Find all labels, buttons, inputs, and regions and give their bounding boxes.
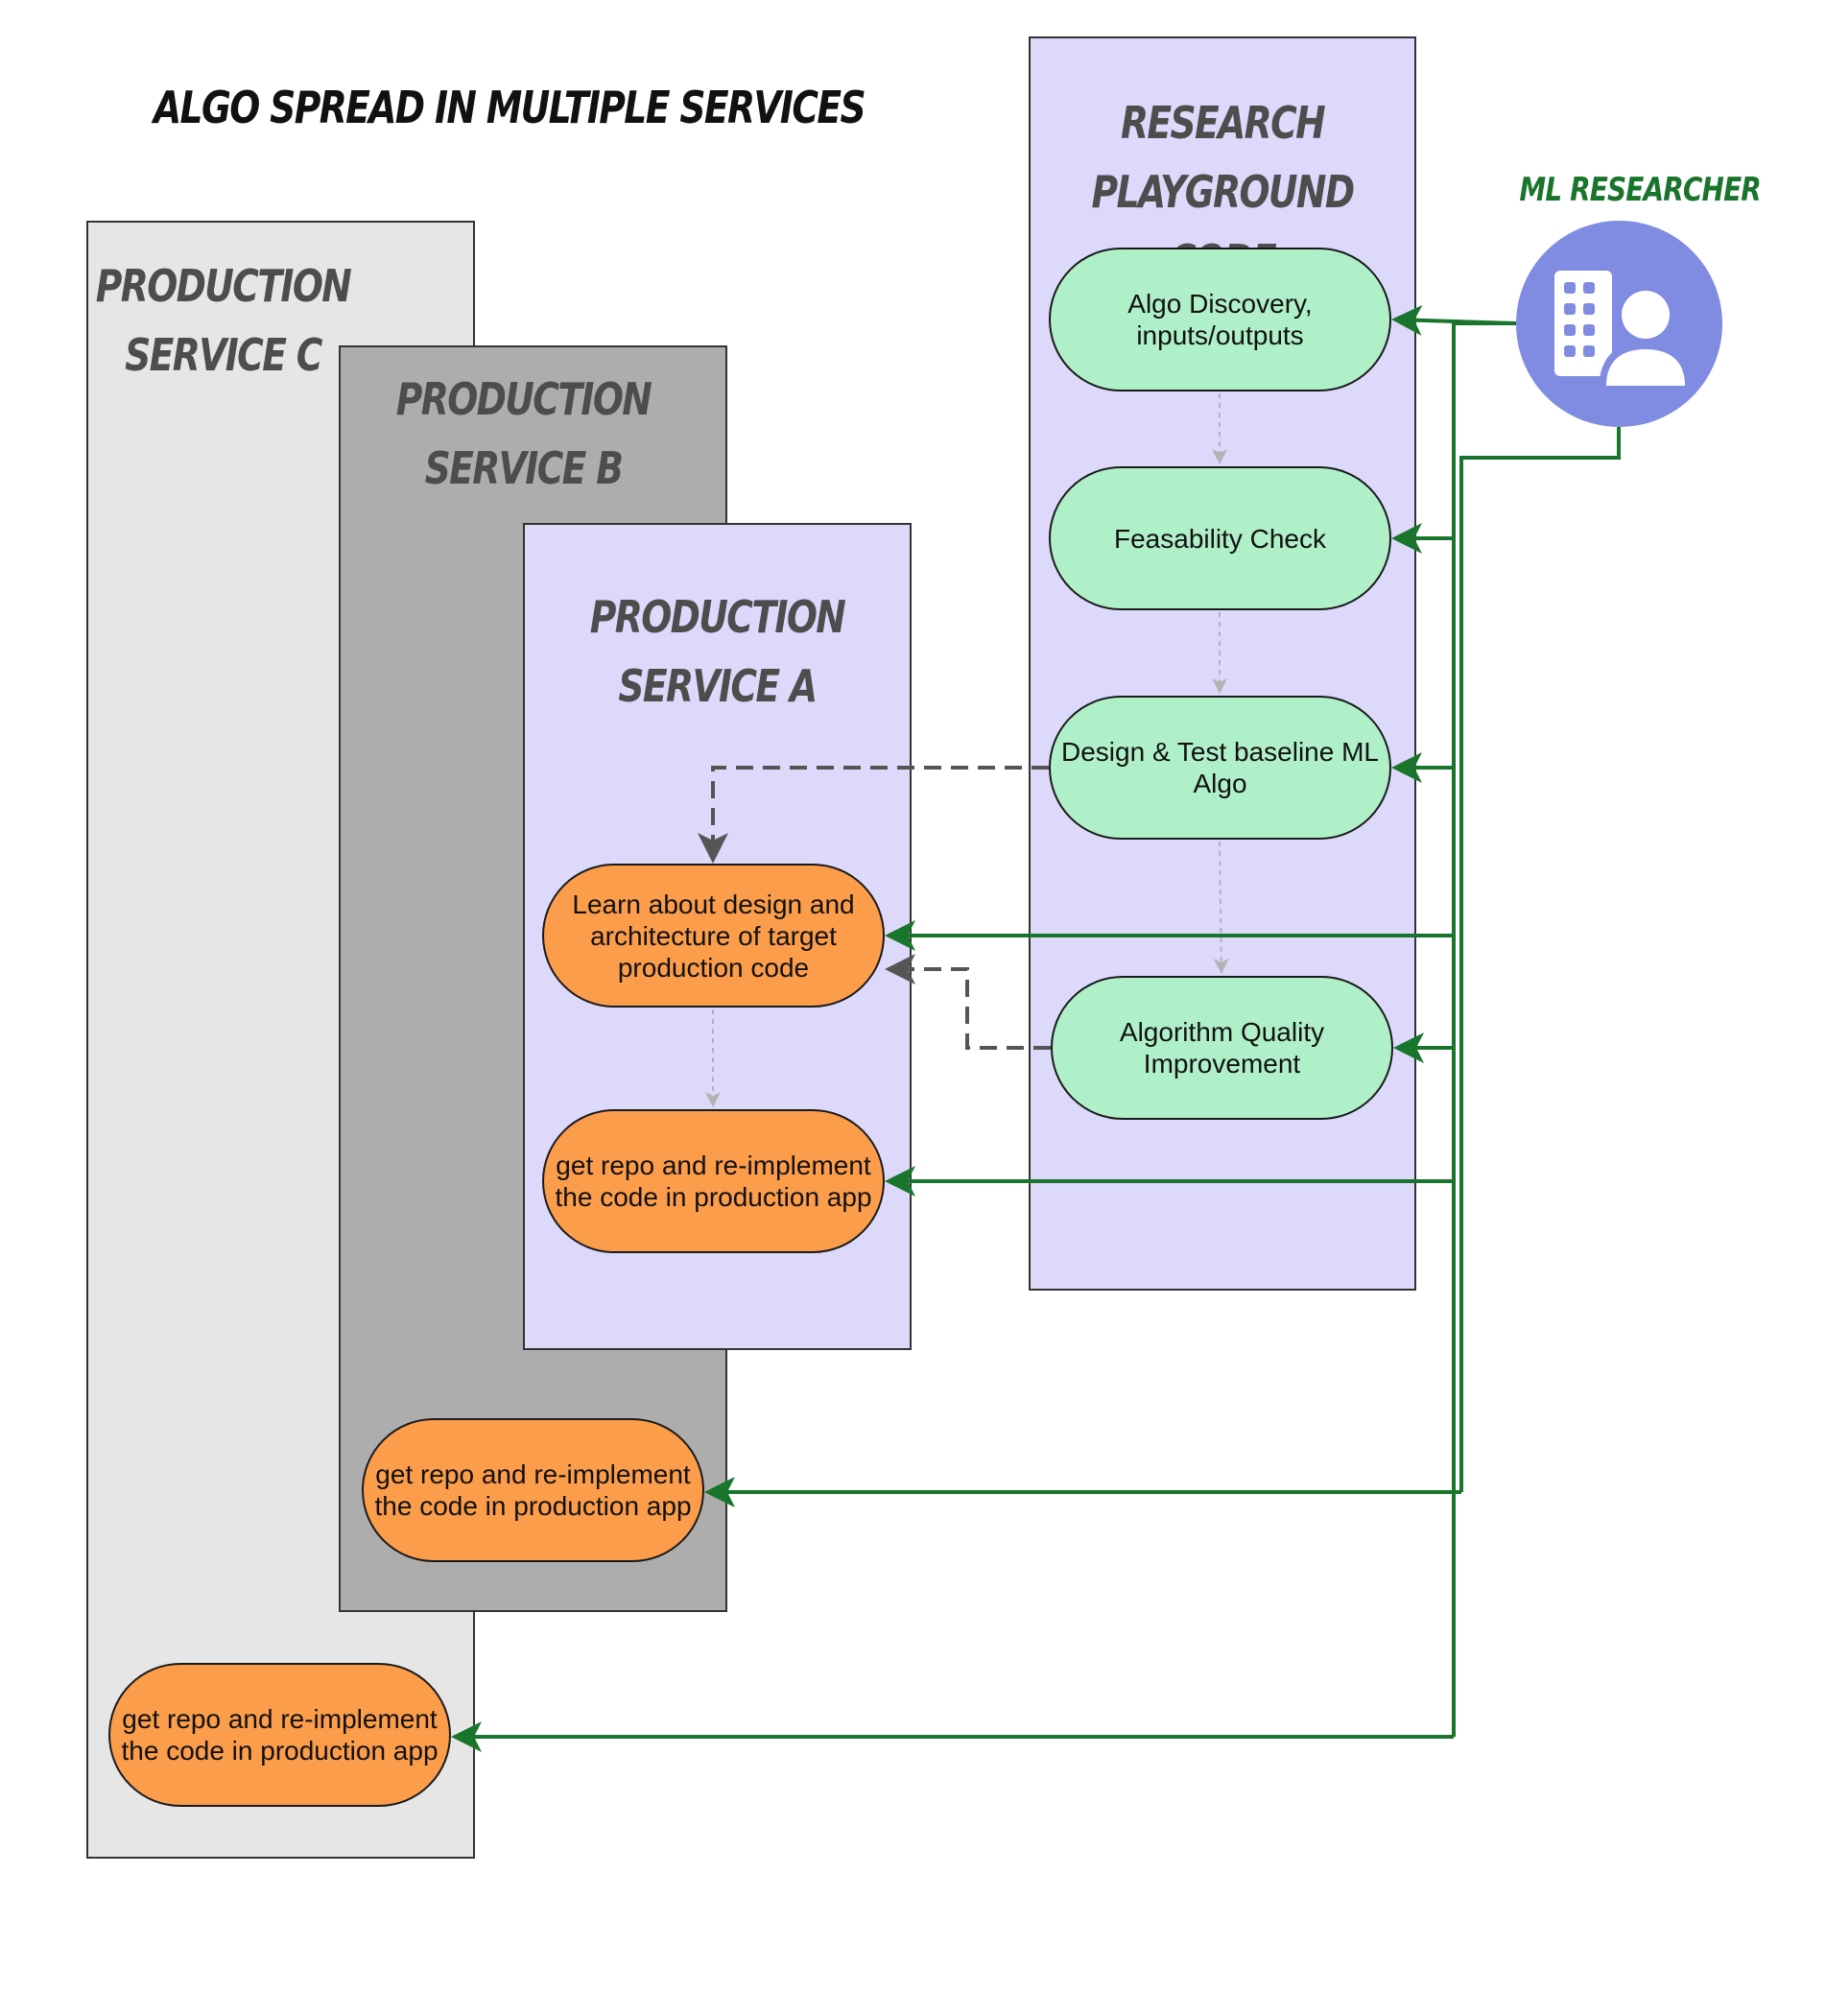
lane-title-service-a: PRODUCTION SERVICE A (589, 591, 846, 712)
node-feasability-check[interactable]: Feasability Check (1049, 466, 1391, 610)
node-algorithm-quality-improvement[interactable]: Algorithm Quality Improvement (1051, 976, 1393, 1120)
bus-secondary (1459, 427, 1621, 1492)
node-learn-design-architecture[interactable]: Learn about design and architecture of t… (542, 864, 885, 1008)
node-design-test-baseline[interactable]: Design & Test baseline ML Algo (1049, 696, 1391, 840)
actor-label: ML RESEARCHER (1519, 171, 1761, 209)
node-reimplement-service-b[interactable]: get repo and re-implement the code in pr… (362, 1418, 704, 1562)
handoff-arrows (698, 766, 1051, 1050)
researcher-building-icon (1554, 271, 1693, 391)
handoff-design-to-learn (698, 766, 1049, 864)
research-flow-arrows (705, 393, 1229, 1107)
node-reimplement-service-a[interactable]: get repo and re-implement the code in pr… (542, 1109, 885, 1253)
handoff-quality-to-learn (885, 954, 1051, 1050)
lane-title-service-b: PRODUCTION SERVICE B (395, 373, 652, 494)
edge-to-discovery (1391, 304, 1517, 336)
researcher-connectors (451, 304, 1621, 1752)
flow-design-to-quality (1213, 841, 1229, 974)
node-algo-discovery[interactable]: Algo Discovery, inputs/outputs (1049, 248, 1391, 391)
node-reimplement-service-c[interactable]: get repo and re-implement the code in pr… (108, 1663, 451, 1807)
lane-title-service-c: PRODUCTION SERVICE C (95, 260, 352, 381)
ml-researcher-actor[interactable] (1516, 221, 1722, 427)
